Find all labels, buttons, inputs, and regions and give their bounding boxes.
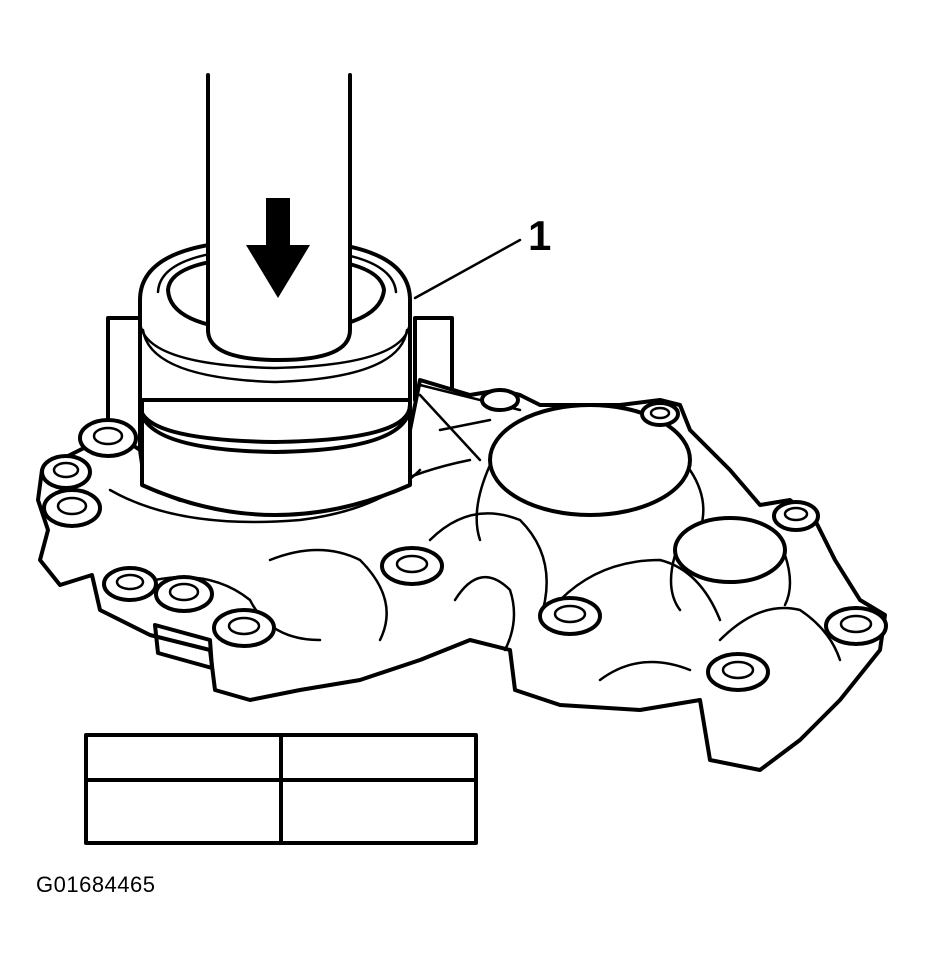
callout-1: 1 [413,212,551,300]
bore-cylinder [140,398,412,517]
down-arrow-icon [246,198,310,298]
bolt-bosses [40,388,888,692]
figure-id: G01684465 [36,872,156,897]
callout-label: 1 [528,212,551,259]
